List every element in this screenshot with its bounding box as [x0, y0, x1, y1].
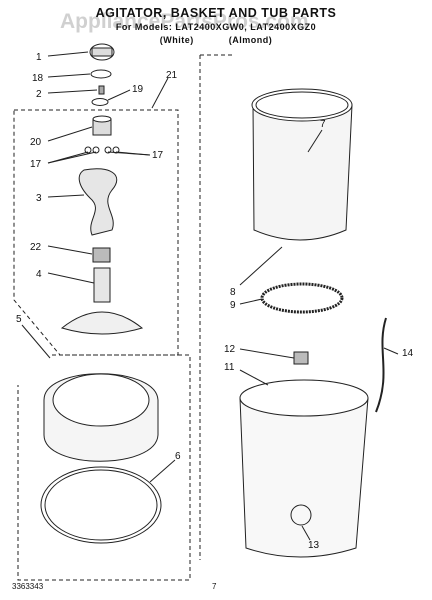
- part-agitator-skirt: [60, 311, 144, 335]
- callout: 5: [16, 314, 22, 325]
- variant-labels: (White) (Almond): [0, 35, 432, 45]
- callout: 12: [224, 344, 236, 355]
- callout: 17: [30, 159, 42, 170]
- part-auger: [78, 168, 118, 236]
- part-dog-3: [104, 146, 112, 154]
- part-tub-gasket: [40, 466, 162, 544]
- page-title: AGITATOR, BASKET AND TUB PARTS: [95, 6, 337, 20]
- part-tub-seal: [290, 504, 312, 526]
- callout: 14: [402, 348, 414, 359]
- part-basket: [252, 104, 353, 241]
- variant-almond: (Almond): [228, 35, 273, 45]
- part-agitator-cap: [89, 43, 115, 61]
- callout: 20: [30, 137, 42, 148]
- watermark-text: AppliancePartsPros.com: [60, 10, 309, 33]
- part-hose: [375, 317, 387, 413]
- callout: 2: [36, 89, 42, 100]
- callout: 17: [152, 150, 164, 161]
- part-agitator-post: [93, 267, 111, 303]
- part-dog-2: [92, 146, 100, 154]
- document-number: 3363343: [12, 582, 44, 591]
- callout: 7: [320, 119, 326, 130]
- callout: 3: [36, 193, 42, 204]
- callout: 13: [308, 540, 320, 551]
- part-bearing: [92, 247, 111, 263]
- part-outer-tub: [239, 397, 369, 558]
- tub-ring-group-box: [17, 354, 191, 581]
- callout: 4: [36, 269, 42, 280]
- part-dog-1: [84, 146, 92, 154]
- callout: 11: [224, 362, 235, 373]
- agitator-group-box: [13, 109, 179, 356]
- part-seal: [90, 69, 112, 79]
- callout: 18: [32, 73, 44, 84]
- part-spanner-nut: [293, 351, 309, 365]
- callout: 21: [166, 70, 178, 81]
- page-number: 7: [212, 582, 217, 591]
- callout: 8: [230, 287, 236, 298]
- part-drive-block-ring: [260, 282, 344, 314]
- part-screw: [98, 85, 105, 95]
- callout: 22: [30, 242, 42, 253]
- variant-white: (White): [159, 35, 194, 45]
- callout: 1: [36, 52, 42, 63]
- callout: 19: [132, 84, 144, 95]
- part-washer: [91, 98, 109, 106]
- callout-labels: 1 18 2 19 21 20 17 17 3 22 4 5 6 7 8 9 1…: [16, 52, 414, 551]
- model-line: For Models: LAT2400XGW0, LAT2400XGZ0: [115, 22, 317, 32]
- callout: 6: [175, 451, 181, 462]
- callout: 9: [230, 300, 236, 311]
